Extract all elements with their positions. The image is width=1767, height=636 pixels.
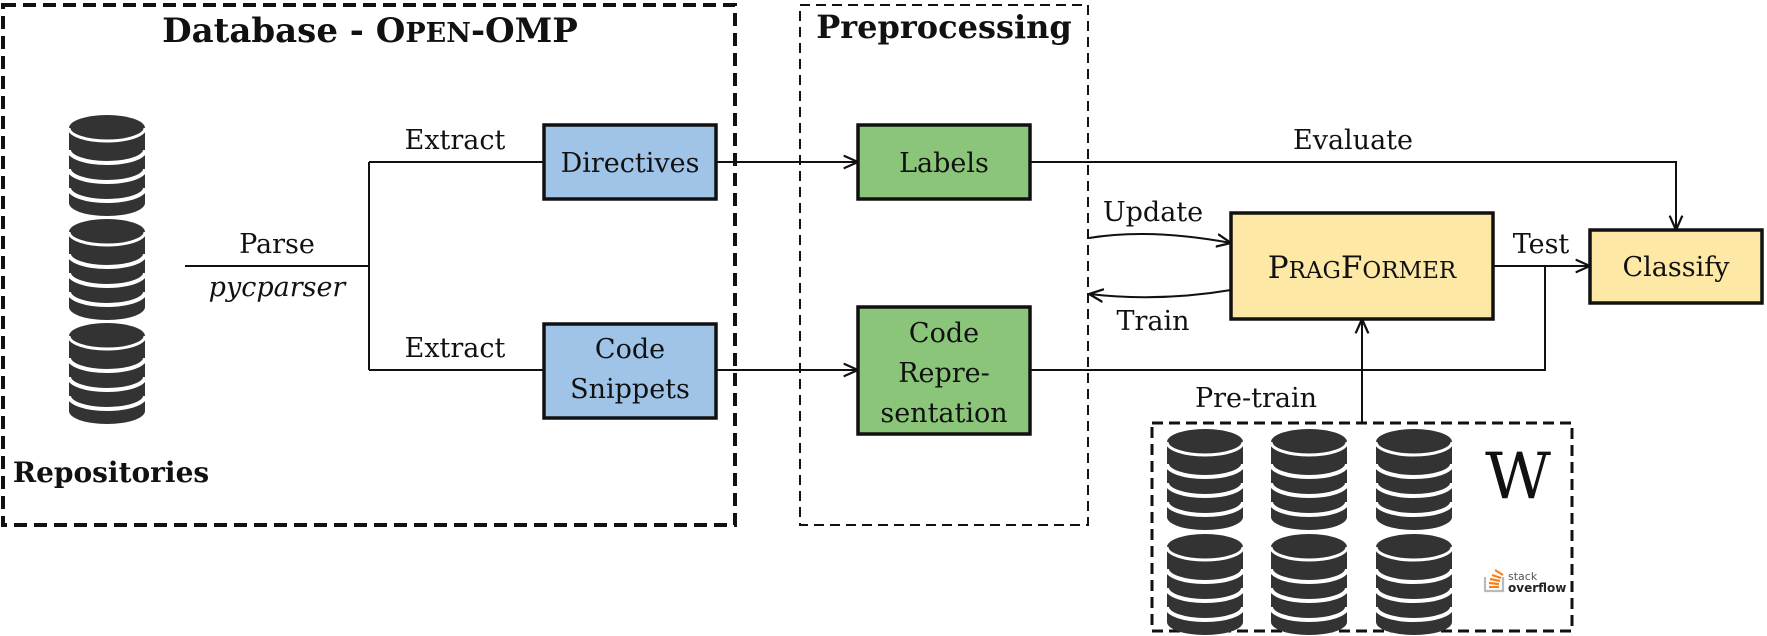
database-icon	[67, 321, 147, 426]
database-icon	[1374, 532, 1454, 636]
stackoverflow-logo-icon: stack overflow	[1483, 569, 1566, 595]
classify-box	[1588, 228, 1764, 305]
arrow-evaluate	[1030, 161, 1676, 230]
edge-label-pretrain: Pre-train	[1195, 383, 1317, 414]
pragformer-label: PRAGFORMER	[1268, 250, 1457, 286]
classify-label: Classify	[1623, 252, 1731, 283]
preprocessing-group-frame	[799, 4, 1089, 526]
database-icon	[67, 113, 147, 218]
database-icon	[1269, 532, 1349, 636]
preprocessing-group-title: Preprocessing	[816, 8, 1072, 46]
edge-label-test: Test	[1513, 229, 1570, 260]
line-representation-to-test	[1030, 266, 1546, 371]
edge-label-train: Train	[1116, 306, 1189, 337]
directives-label: Directives	[561, 148, 700, 179]
database-icon	[1165, 427, 1245, 532]
edge-label-update: Update	[1103, 197, 1203, 228]
edge-label-extract-top: Extract	[405, 125, 506, 156]
database-icon	[67, 217, 147, 322]
database-icon	[1374, 427, 1454, 532]
database-group-frame	[1, 3, 737, 527]
svg-text:overflow: overflow	[1508, 581, 1566, 595]
wikipedia-logo-icon: W	[1485, 440, 1551, 514]
edge-label-evaluate: Evaluate	[1293, 125, 1413, 156]
edge-label-extract-bottom: Extract	[405, 333, 506, 364]
labels-label: Labels	[899, 148, 989, 179]
arrow-update	[1088, 233, 1231, 243]
arrow-train	[1089, 290, 1232, 297]
edge-label-parse: Parse	[239, 229, 315, 260]
database-group-title: Database - OPEN-OMP	[162, 11, 578, 51]
labels-box	[856, 123, 1032, 201]
directives-box	[542, 123, 718, 201]
repositories-label: Repositories	[13, 456, 209, 489]
svg-text:stack: stack	[1508, 570, 1538, 583]
database-icon	[1165, 532, 1245, 636]
edge-label-pycparser: pycparser	[209, 272, 348, 303]
database-icon	[1269, 427, 1349, 532]
